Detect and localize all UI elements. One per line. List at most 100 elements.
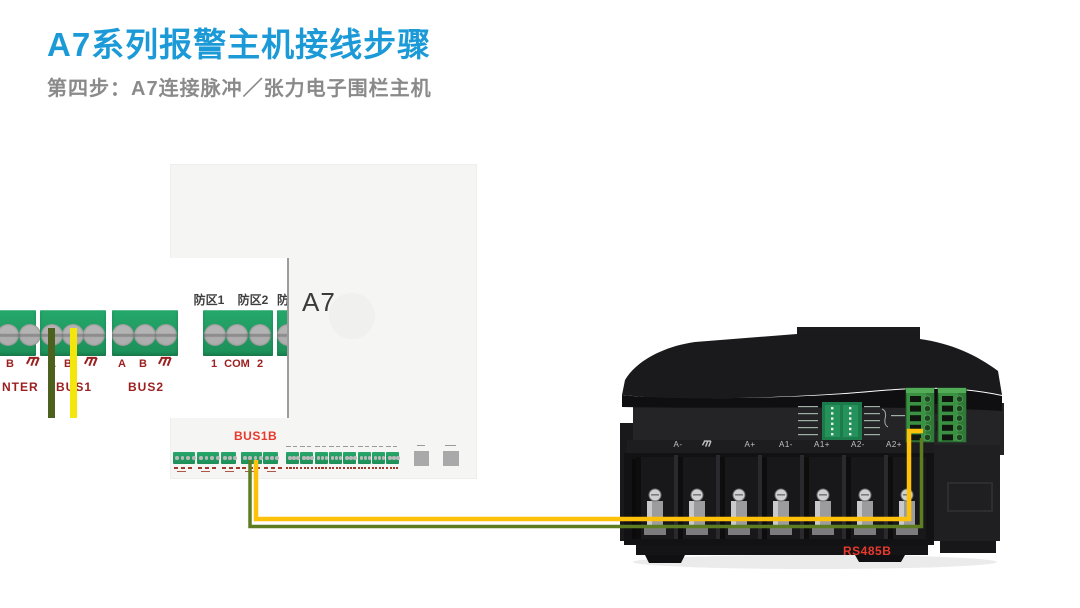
screw-icon: [155, 324, 177, 346]
silkscreen-mark: [396, 467, 399, 469]
silkscreen-mark: [267, 471, 276, 473]
silkscreen-mark: [286, 467, 289, 469]
silkscreen-mark: [375, 467, 378, 469]
silkscreen-mark: [360, 467, 364, 469]
screw-icon: [373, 456, 378, 460]
ground-icon: [701, 440, 712, 447]
screw-icon: [396, 456, 400, 460]
bus1b-label: BUS1B: [234, 429, 278, 443]
silkscreen-mark: [371, 467, 374, 469]
zone-label: 防区2: [237, 293, 269, 307]
silkscreen-mark: [314, 467, 317, 469]
silkscreen-mark: [378, 446, 383, 447]
terminal-block-name: BUS2: [127, 380, 164, 394]
terminal-pin-label: B: [64, 358, 72, 370]
silkscreen-mark: [303, 467, 306, 469]
silkscreen-mark: [328, 467, 332, 469]
ground-icon: [157, 356, 172, 367]
screw-icon: [330, 456, 335, 460]
screw-icon: [186, 456, 190, 460]
silkscreen-mark: [307, 467, 310, 469]
terminal-pin-label: A: [118, 358, 126, 370]
screw-icon: [226, 324, 248, 346]
screw-icon: [112, 324, 134, 346]
silkscreen-mark: [393, 446, 398, 447]
fence-controller-device: A-A+A1-A1+A2-A2+: [615, 325, 1015, 587]
silkscreen-mark: [335, 446, 340, 447]
silkscreen-mark: [289, 467, 292, 469]
device-terminal-label: A1-: [779, 440, 793, 449]
terminal-pin-label: 2: [256, 358, 264, 370]
device-terminal-label: A-: [673, 440, 683, 449]
screw-icon: [248, 456, 252, 460]
zone-label: 防区1: [193, 293, 225, 307]
screw-icon: [302, 456, 306, 460]
silkscreen-mark: [222, 467, 226, 469]
screw-icon: [275, 456, 279, 460]
silkscreen-mark: [417, 445, 425, 446]
silkscreen-mark: [300, 467, 303, 469]
screw-icon: [353, 456, 357, 460]
yellow-wire-inset: [70, 328, 77, 418]
screw-icon: [0, 324, 19, 346]
silkscreen-mark: [198, 467, 202, 469]
relay-block: [414, 451, 429, 466]
terminal-pin-label: COM: [224, 358, 250, 370]
terminal-pin-label: B: [139, 358, 147, 370]
silkscreen-mark: [188, 467, 192, 469]
silkscreen-mark: [357, 467, 360, 469]
screw-icon: [83, 324, 105, 346]
ground-icon-wrap: [25, 356, 41, 368]
step-subtitle: 第四步：A7连接脉冲／张力电子围栏主机: [47, 78, 432, 100]
silkscreen-mark: [445, 445, 456, 446]
silkscreen-mark: [389, 467, 392, 469]
silkscreen-mark: [292, 467, 295, 469]
silkscreen-mark: [328, 446, 334, 447]
screw-icon: [265, 456, 269, 460]
ground-icon-wrap: [83, 356, 99, 368]
screw-icon: [216, 456, 220, 460]
silkscreen-mark: [339, 467, 342, 469]
green-wire-inset: [48, 328, 55, 418]
silkscreen-mark: [346, 467, 349, 469]
screw-icon: [316, 456, 321, 460]
screw-icon: [367, 456, 371, 460]
screw-icon: [243, 456, 247, 460]
relay-block: [443, 451, 459, 466]
terminal-block-name: NTER: [2, 380, 39, 394]
screw-icon: [204, 456, 209, 460]
silkscreen-mark: [236, 467, 240, 469]
silkscreen-mark: [177, 471, 186, 473]
screw-icon: [324, 456, 329, 460]
silkscreen-mark: [382, 467, 385, 469]
silkscreen-mark: [181, 467, 185, 469]
silkscreen-mark: [324, 467, 327, 469]
board-watermark: [329, 293, 375, 339]
silkscreen-mark: [229, 467, 233, 469]
silkscreen-mark: [307, 446, 312, 447]
silkscreen-mark: [321, 446, 326, 447]
screw-icon: [175, 456, 179, 460]
screw-icon: [363, 456, 367, 460]
screw-icon: [338, 456, 343, 460]
screw-icon: [296, 456, 300, 460]
screw-icon: [199, 456, 203, 460]
silkscreen-mark: [264, 467, 268, 469]
silkscreen-mark: [212, 467, 216, 469]
screw-icon: [270, 456, 274, 460]
silkscreen-mark: [386, 446, 392, 447]
device-terminal-label: A2-: [851, 440, 865, 449]
ground-icon-wrap: [157, 356, 173, 368]
silkscreen-mark: [205, 467, 209, 469]
ground-icon: [83, 356, 98, 367]
device-terminal-label: A2+: [886, 440, 902, 449]
ground-icon: [25, 356, 40, 367]
screw-icon: [249, 324, 271, 346]
silkscreen-mark: [201, 471, 210, 473]
silkscreen-mark: [378, 467, 381, 469]
screw-icon: [134, 324, 156, 346]
screw-icon: [320, 456, 325, 460]
rs485b-label: RS485B: [843, 544, 892, 558]
screw-icon: [277, 324, 287, 346]
